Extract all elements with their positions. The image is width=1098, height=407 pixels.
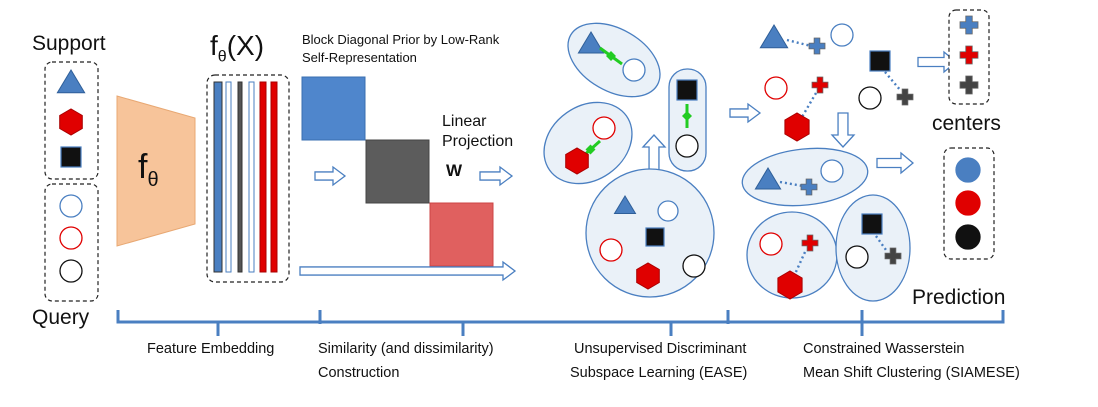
center-plus-blue-icon	[959, 15, 979, 35]
similarity-link-node	[585, 144, 596, 155]
merged-hexagon-icon	[636, 262, 660, 290]
cluster-hexagon-icon	[565, 147, 589, 175]
final-circle-red-icon	[759, 232, 783, 256]
prediction-label: Prediction	[912, 286, 1006, 309]
similarity-link-node	[606, 51, 616, 61]
cluster-circle-red-icon	[592, 116, 616, 140]
merged-circle-blue-icon	[657, 200, 679, 222]
meanshift-triangle-icon	[759, 24, 789, 49]
prediction-circle-black-icon	[955, 224, 981, 250]
centers-label: centers	[932, 112, 1001, 135]
block-gray	[365, 139, 430, 204]
long-bypass-arrow-icon	[299, 260, 517, 282]
final-circle-blue-icon	[820, 159, 844, 183]
block-prior-label: Block Diagonal Prior by Low-Rank Self-Re…	[302, 32, 500, 65]
final-circle-black-icon	[845, 245, 869, 269]
query-circle-black-icon	[59, 259, 83, 283]
embedding-bar	[270, 81, 278, 273]
meanshift-link-black	[884, 71, 902, 92]
cluster-triangle-icon	[577, 31, 605, 54]
final-plus-black-icon	[884, 247, 902, 265]
query-label: Query	[32, 306, 90, 329]
arrow-to-projection-icon	[314, 165, 347, 187]
stage-caption-similarity: Similarity (and dissimilarity) Construct…	[318, 341, 494, 381]
merged-square-icon	[645, 227, 665, 247]
meanshift-circle-red-icon	[764, 76, 788, 100]
linear-projection-label: Linear Projection	[442, 113, 514, 151]
prediction-circle-blue-icon	[955, 157, 981, 183]
meanshift-circle-black-icon	[858, 86, 882, 110]
final-plus-red-icon	[801, 234, 819, 252]
final-triangle-icon	[754, 167, 782, 190]
f-theta-label: fθ	[138, 148, 159, 191]
final-link-blue	[779, 180, 804, 188]
final-square-icon	[861, 213, 883, 235]
prediction-circle-red-icon	[955, 190, 981, 216]
query-circle-red-icon	[59, 226, 83, 250]
f-theta-x-label: fθ(X)	[210, 30, 265, 66]
final-cluster-blue	[741, 147, 869, 207]
final-hexagon-icon	[777, 270, 803, 300]
stage-caption-feature-embedding: Feature Embedding	[147, 341, 275, 357]
support-square-icon	[60, 146, 82, 168]
encoder-trapezoid	[116, 95, 196, 247]
support-label: Support	[32, 32, 106, 55]
final-plus-blue-icon	[800, 178, 818, 196]
arrow-to-meanshift-icon	[729, 102, 762, 124]
final-cluster-black	[835, 194, 911, 302]
meanshift-plus-blue-icon	[808, 37, 826, 55]
cluster-circle-black-icon	[675, 134, 699, 158]
meanshift-plus-black-icon	[896, 88, 914, 106]
arrow-to-prediction-icon	[876, 151, 915, 175]
meanshift-square-icon	[869, 50, 891, 72]
arrow-to-clusters-icon	[479, 165, 514, 187]
embedding-bar	[237, 81, 243, 273]
final-link-red	[793, 251, 807, 275]
embedding-bar	[213, 81, 223, 273]
embedding-bar	[248, 81, 255, 273]
stage-caption-siamese: Constrained Wasserstein Mean Shift Clust…	[803, 341, 1020, 381]
meanshift-link-blue	[786, 38, 812, 48]
support-triangle-icon	[56, 69, 86, 94]
stage-bracket	[116, 310, 1005, 324]
center-plus-red-icon	[959, 45, 979, 65]
merged-circle-red-icon	[599, 238, 623, 262]
block-red	[429, 202, 494, 267]
embedding-bar	[259, 81, 267, 273]
merged-circle-black-icon	[682, 254, 706, 278]
center-plus-black-icon	[959, 75, 979, 95]
similarity-link-node	[682, 111, 692, 121]
block-blue	[301, 76, 366, 141]
meanshift-link-red	[800, 92, 818, 118]
cluster-circle-blue-icon	[622, 58, 646, 82]
cluster-square-icon	[676, 79, 698, 101]
embedding-bar	[225, 81, 232, 273]
merged-triangle-icon	[613, 195, 637, 214]
support-hexagon-icon	[59, 108, 83, 136]
arrow-down-icon	[830, 112, 856, 148]
meanshift-circle-blue-icon	[830, 23, 854, 47]
stage-caption-ease: Unsupervised Discriminant Subspace Learn…	[570, 341, 748, 381]
meanshift-hexagon-icon	[784, 112, 810, 142]
query-circle-blue-icon	[59, 194, 83, 218]
meanshift-plus-red-icon	[811, 76, 829, 94]
w-symbol-label: W	[446, 161, 463, 180]
